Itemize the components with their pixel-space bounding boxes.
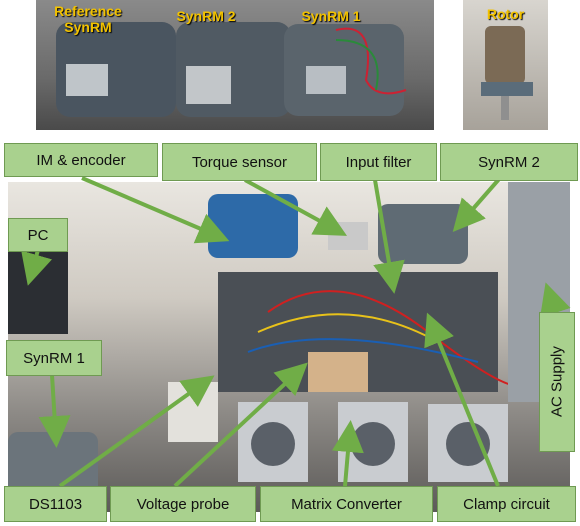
arrow-matrix-converter	[331, 420, 364, 487]
callout-pc: PC	[8, 218, 68, 252]
callout-voltage-probe: Voltage probe	[110, 486, 256, 522]
arrow-ac-supply	[540, 282, 571, 318]
callout-synrm1: SynRM 1	[6, 340, 102, 376]
arrow-synrm2	[452, 176, 502, 233]
callout-matrix-converter: Matrix Converter	[260, 486, 433, 522]
callout-synrm2: SynRM 2	[440, 143, 578, 181]
synrm1-top-label: SynRM 1	[301, 8, 361, 24]
arrow-pc	[21, 249, 52, 286]
rotor-top-label: Rotor	[486, 6, 525, 22]
callout-clamp-circuit: Clamp circuit	[437, 486, 576, 522]
motors-photo: Reference SynRM SynRM 2 SynRM 1	[36, 0, 434, 130]
callout-ds1103: DS1103	[4, 486, 107, 522]
arrow-clamp-circuit	[424, 312, 500, 487]
callout-torque-sensor: Torque sensor	[162, 143, 317, 181]
arrow-voltage-probe	[173, 362, 308, 488]
rotor-photo: Rotor	[463, 0, 548, 130]
motors-illustration	[56, 22, 407, 117]
callout-input-filter: Input filter	[320, 143, 437, 181]
synrm2-top-label: SynRM 2	[176, 8, 236, 24]
callout-ac-supply: AC Supply	[539, 312, 575, 452]
arrow-ds1103	[58, 375, 215, 488]
arrow-torque-sensor	[244, 178, 348, 236]
rotor-illustration	[481, 26, 533, 120]
arrow-input-filter	[373, 179, 405, 294]
reference-synrm-label: Reference SynRM	[54, 3, 122, 35]
callout-im-encoder: IM & encoder	[4, 143, 158, 177]
arrow-im-encoder	[81, 176, 230, 244]
arrow-synrm1	[38, 374, 71, 448]
